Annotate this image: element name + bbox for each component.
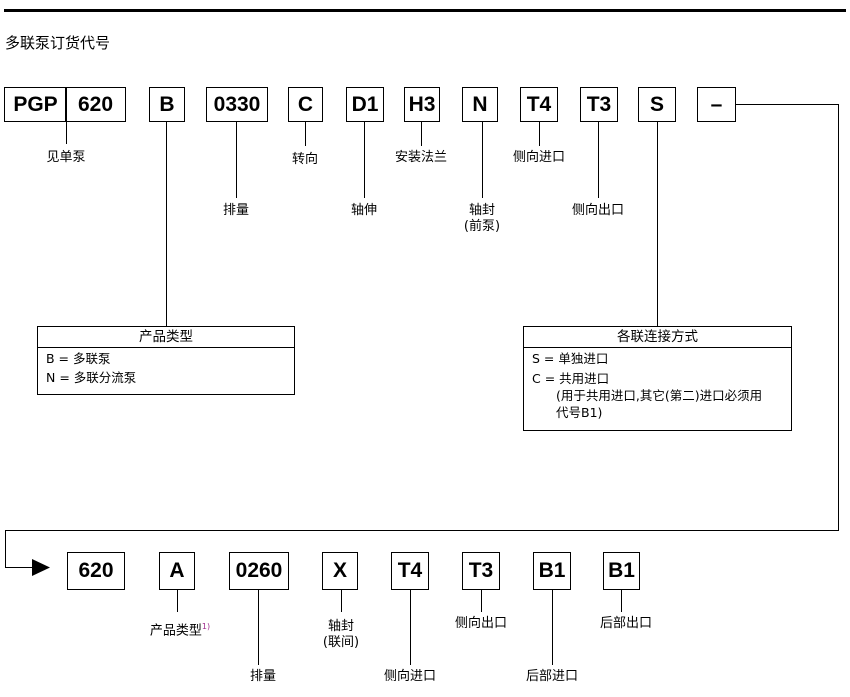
code-box-dash: – — [697, 87, 736, 122]
header-rule — [4, 9, 846, 12]
connector-line — [5, 567, 35, 568]
leader-line — [166, 122, 167, 326]
label-single-pump: 见单泵 — [46, 150, 86, 165]
table-header: 各联连接方式 — [524, 327, 791, 348]
leader-line — [621, 590, 622, 612]
connector-line — [5, 530, 839, 531]
label-rear-outlet: 后部出口 — [599, 616, 653, 631]
leader-line — [482, 122, 483, 198]
label-rotation: 转向 — [291, 152, 319, 167]
desc: 多联泵 — [73, 351, 111, 366]
leader-line — [177, 590, 178, 612]
label-side-inlet: 侧向进口 — [383, 669, 437, 684]
label-displacement: 排量 — [222, 203, 250, 218]
label-rear-inlet: 后部进口 — [525, 669, 579, 684]
label-seal: 轴封(联间) — [323, 619, 359, 651]
page-title: 多联泵订货代号 — [5, 34, 111, 52]
note: (用于共用进口,其它(第二)进口必须用 — [556, 388, 763, 403]
code-box-b: B — [149, 87, 185, 122]
connection-table: 各联连接方式 S = 单独进口 C = 共用进口 (用于共用进口,其它(第二)进… — [523, 326, 792, 431]
code-box-d1: D1 — [346, 87, 384, 122]
code-box-t3: T3 — [580, 87, 618, 122]
code-box-t4: T4 — [520, 87, 558, 122]
label-product-type: 产品类型1) — [150, 619, 210, 639]
leader-line — [341, 590, 342, 612]
leader-line — [258, 590, 259, 665]
desc: 单独进口 — [558, 351, 609, 366]
table-row: C = 共用进口 — [532, 371, 610, 386]
code-box-0260: 0260 — [229, 552, 289, 590]
connector-line — [5, 530, 6, 568]
table-row: S = 单独进口 — [532, 351, 609, 366]
code-box-s: S — [638, 87, 676, 122]
code-box-a: A — [159, 552, 195, 590]
connector-line — [736, 104, 839, 105]
leader-line — [236, 122, 237, 198]
code-box-t3: T3 — [462, 552, 500, 590]
label-side-outlet: 侧向出口 — [454, 616, 508, 631]
code-box-pgp: PGP — [4, 87, 67, 122]
leader-line — [481, 590, 482, 612]
label-side-inlet: 侧向进口 — [512, 150, 566, 165]
leader-line — [66, 122, 67, 144]
code-box-t4: T4 — [391, 552, 429, 590]
code-box-x: X — [322, 552, 358, 590]
code: S — [532, 351, 540, 366]
leader-line — [539, 122, 540, 146]
table-header: 产品类型 — [38, 327, 294, 348]
label-shaft: 轴伸 — [350, 203, 378, 218]
code-box-c: C — [288, 87, 323, 122]
arrow-right-icon — [32, 559, 50, 576]
code: N — [46, 370, 56, 385]
label-displacement: 排量 — [249, 669, 277, 684]
leader-line — [552, 590, 553, 665]
leader-line — [410, 590, 411, 665]
table-row: N = 多联分流泵 — [46, 370, 137, 385]
code-box-620: 620 — [67, 552, 125, 590]
leader-line — [305, 122, 306, 146]
label-side-outlet: 侧向出口 — [571, 203, 625, 218]
code: C — [532, 371, 541, 386]
code-box-b1-rear-inlet: B1 — [533, 552, 571, 590]
seal-note: (联间) — [322, 635, 360, 650]
code-box-0330: 0330 — [206, 87, 268, 122]
desc: 共用进口 — [559, 371, 610, 386]
desc: 多联分流泵 — [73, 370, 137, 385]
label-seal: 轴封(前泵) — [464, 203, 500, 235]
connector-line — [838, 104, 839, 531]
seal-text: 轴封 — [327, 619, 354, 634]
code-box-620: 620 — [65, 87, 126, 122]
leader-line — [421, 122, 422, 146]
code-box-h3: H3 — [404, 87, 440, 122]
code: B — [46, 351, 55, 366]
code-box-b1-rear-outlet: B1 — [603, 552, 640, 590]
leader-line — [364, 122, 365, 198]
seal-text: 轴封 — [468, 203, 495, 218]
product-type-text: 产品类型 — [149, 623, 202, 639]
code-box-n: N — [462, 87, 498, 122]
product-type-table: 产品类型 B = 多联泵 N = 多联分流泵 — [37, 326, 295, 395]
table-row: B = 多联泵 — [46, 351, 111, 366]
leader-line — [657, 122, 658, 326]
note: 代号B1) — [556, 405, 603, 420]
seal-note: (前泵) — [463, 219, 501, 234]
footnote-marker: 1) — [201, 622, 211, 631]
label-flange: 安装法兰 — [394, 150, 448, 165]
leader-line — [598, 122, 599, 198]
